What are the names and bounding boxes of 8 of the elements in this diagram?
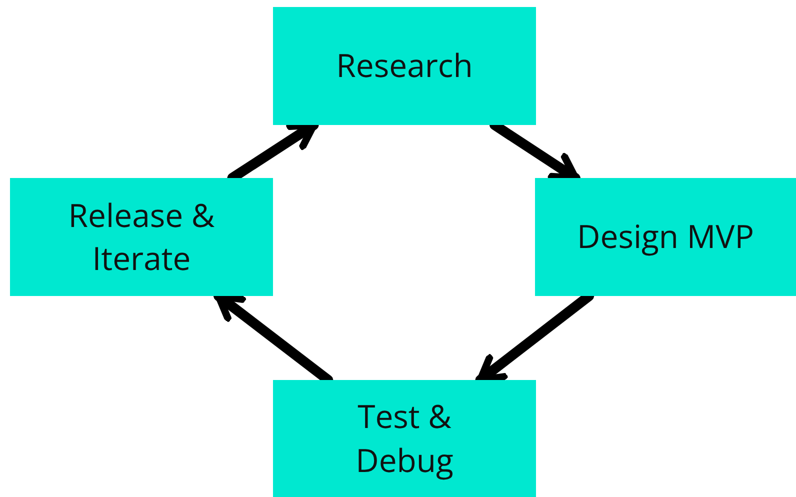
box-label: Research: [336, 44, 473, 88]
box-label: Test & Debug: [354, 395, 454, 482]
process-box: [535, 178, 796, 296]
process-box: [273, 7, 536, 125]
process-box: [10, 178, 273, 296]
process-box: [273, 380, 536, 497]
box-label: Release & Iterate: [67, 194, 216, 280]
box-label: Design MVP: [577, 215, 754, 259]
